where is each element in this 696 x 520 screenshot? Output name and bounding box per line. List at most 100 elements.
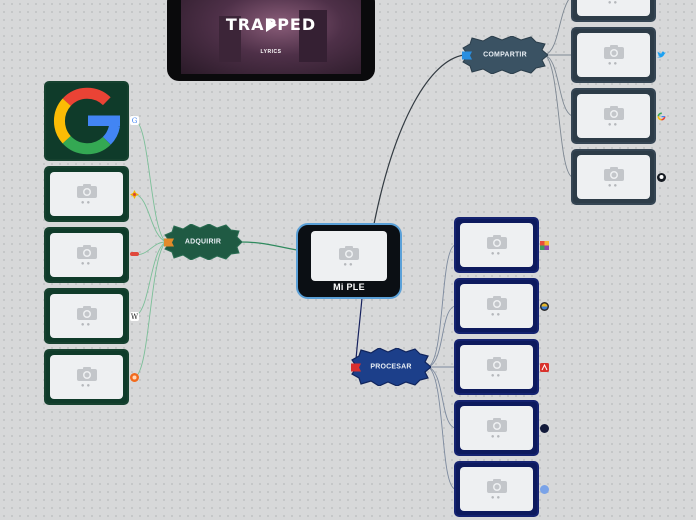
- connector-procesar-2: [427, 305, 456, 368]
- connector-compartir-1: [544, 0, 570, 56]
- placeholder-dots: ●●: [490, 433, 503, 440]
- placeholder-dots: ●●: [80, 260, 93, 267]
- adquirir-item-5[interactable]: ●●: [44, 349, 129, 405]
- compartir-item-4[interactable]: ●●: [571, 149, 656, 205]
- round-app-icon: [540, 302, 549, 311]
- image-placeholder: ●●: [460, 345, 533, 389]
- compartir-item-3[interactable]: ●●: [571, 88, 656, 144]
- camera-icon: [603, 105, 624, 120]
- image-placeholder: ●●: [50, 355, 123, 399]
- connector-compartir-4: [544, 54, 573, 178]
- image-placeholder: ●●: [50, 233, 123, 277]
- camera-icon: [603, 44, 624, 59]
- image-placeholder: ●●: [460, 406, 533, 450]
- twitter-icon: [657, 51, 666, 58]
- image-placeholder: ●●: [577, 33, 650, 77]
- colorful-app-icon: [130, 190, 139, 199]
- connector-central-adquirir: [239, 241, 298, 251]
- procesar-item-5[interactable]: ●●: [454, 461, 539, 517]
- camera-icon: [486, 417, 507, 432]
- adquirir-item-google[interactable]: [44, 81, 129, 161]
- branch-procesar-label: PROCESAR: [370, 363, 412, 371]
- video-thumbnail: [181, 0, 361, 74]
- github-icon: [657, 173, 666, 182]
- placeholder-dots: ●●: [607, 121, 620, 128]
- placeholder-dots: ●●: [607, 60, 620, 67]
- blue-flag-icon: [462, 51, 472, 60]
- adquirir-item-2[interactable]: ●●: [44, 166, 129, 222]
- blue-circle-icon: [540, 485, 549, 494]
- placeholder-dots: ●●: [490, 250, 503, 257]
- image-placeholder: ●●: [460, 223, 533, 267]
- red-flag-icon: [351, 363, 361, 372]
- camera-icon: [339, 245, 359, 260]
- video-scene-shape: [219, 16, 241, 62]
- connector-compartir-3: [544, 54, 573, 117]
- branch-compartir[interactable]: COMPARTIR: [462, 36, 548, 74]
- connector-central-compartir: [373, 54, 465, 225]
- compartir-item-1[interactable]: ●●: [571, 0, 656, 22]
- connector-central-procesar: [355, 297, 363, 361]
- image-placeholder: ●●: [50, 172, 123, 216]
- placeholder-dots: ●●: [490, 372, 503, 379]
- camera-icon: [76, 305, 97, 320]
- connector-adquirir-4: [134, 241, 167, 317]
- branch-adquirir[interactable]: ADQUIRIR: [164, 224, 242, 260]
- video-scene-shape: [299, 10, 327, 62]
- dark-circle-icon: [540, 424, 549, 433]
- placeholder-dots: ●●: [80, 321, 93, 328]
- adquirir-item-4[interactable]: ●●: [44, 288, 129, 344]
- central-node-label: Mi PLE: [333, 282, 365, 292]
- procesar-item-1[interactable]: ●●: [454, 217, 539, 273]
- orange-flag-icon: [164, 238, 174, 247]
- branch-adquirir-label: ADQUIRIR: [184, 238, 222, 246]
- camera-icon: [76, 244, 97, 259]
- adobe-acrobat-icon: [540, 363, 549, 372]
- camera-icon: [76, 183, 97, 198]
- image-placeholder: ●●: [577, 94, 650, 138]
- placeholder-dots: ●●: [607, 0, 620, 6]
- placeholder-dots: ●●: [80, 382, 93, 389]
- connector-adquirir-1: [134, 119, 167, 243]
- procesar-item-2[interactable]: ●●: [454, 278, 539, 334]
- placeholder-dots: ●●: [490, 494, 503, 501]
- camera-icon: [486, 356, 507, 371]
- central-node[interactable]: ●● Mi PLE: [296, 223, 402, 299]
- google-logo-icon: [47, 84, 126, 158]
- placeholder-dots: ●●: [343, 261, 355, 268]
- connector-procesar-1: [427, 244, 456, 368]
- central-image-placeholder: ●●: [311, 231, 387, 281]
- colorful-grid-icon: [540, 241, 549, 250]
- image-placeholder: ●●: [577, 155, 650, 199]
- connector-adquirir-2: [134, 193, 167, 243]
- branch-adquirir-shape: [164, 224, 242, 260]
- adquirir-item-3[interactable]: ●●: [44, 227, 129, 283]
- branch-compartir-shape: [462, 36, 548, 74]
- camera-icon: [486, 478, 507, 493]
- wikipedia-icon: W: [130, 312, 139, 321]
- compartir-item-2[interactable]: ●●: [571, 27, 656, 83]
- camera-icon: [486, 295, 507, 310]
- procesar-item-4[interactable]: ●●: [454, 400, 539, 456]
- video-subtitle: LYRICS: [260, 49, 282, 55]
- connector-adquirir-5: [134, 241, 167, 378]
- branch-procesar[interactable]: PROCESAR: [351, 348, 431, 386]
- connector-procesar-4: [427, 366, 456, 429]
- image-placeholder: ●●: [50, 294, 123, 338]
- procesar-item-3[interactable]: ●●: [454, 339, 539, 395]
- video-embed[interactable]: TRAPPED LYRICS: [167, 0, 375, 81]
- red-app-icon: [130, 252, 139, 256]
- image-placeholder: ●●: [577, 0, 650, 16]
- branch-compartir-label: COMPARTIR: [483, 51, 527, 59]
- placeholder-dots: ●●: [490, 311, 503, 318]
- connector-procesar-5: [427, 366, 456, 490]
- play-icon[interactable]: [264, 17, 278, 33]
- google-icon: G: [130, 116, 139, 125]
- orange-app-icon: [130, 373, 139, 382]
- placeholder-dots: ●●: [607, 182, 620, 189]
- camera-icon: [603, 166, 624, 181]
- image-placeholder: ●●: [460, 284, 533, 328]
- camera-icon: [76, 366, 97, 381]
- branch-procesar-shape: [351, 348, 431, 386]
- image-placeholder: ●●: [460, 467, 533, 511]
